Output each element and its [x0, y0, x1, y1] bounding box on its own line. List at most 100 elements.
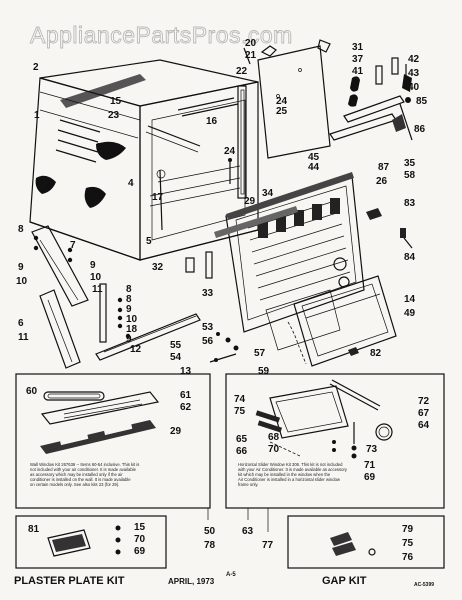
part-callout-55: 55 — [170, 340, 182, 351]
side-curtain — [31, 225, 89, 369]
part-callout-71: 71 — [364, 460, 376, 471]
hardware-column — [348, 57, 412, 107]
slim-bar-33 — [205, 251, 213, 279]
code-label: AC-5399 — [414, 582, 434, 588]
kit-note-right-line-1: Horizontal Slider Window Kit 306. This k… — [238, 462, 343, 467]
part-callout-85: 85 — [416, 96, 428, 107]
part-callout-70: 70 — [268, 444, 280, 455]
part-callout-10: 10 — [126, 314, 138, 325]
part-callout-37: 37 — [352, 54, 364, 65]
part-callout-9: 9 — [90, 260, 96, 271]
part-callout-8: 8 — [18, 224, 24, 235]
part-callout-8: 8 — [126, 284, 132, 295]
gap-kit-box — [287, 515, 445, 569]
part-callout-1: 1 — [34, 110, 40, 121]
part-callout-82: 82 — [370, 348, 382, 359]
access-door — [293, 275, 397, 367]
plaster-plate-kit-box — [15, 515, 167, 569]
kit-note-right-line-3: kit which may be installed in the window… — [238, 472, 331, 477]
part-callout-8: 8 — [126, 294, 132, 305]
part-callout-68: 68 — [268, 432, 280, 443]
part-callout-42: 42 — [408, 54, 420, 65]
part-callout-63: 63 — [242, 526, 254, 537]
part-callout-15: 15 — [110, 96, 122, 107]
page-label: A-5 — [226, 572, 236, 578]
part-callout-14: 14 — [404, 294, 416, 305]
plaster-plate-kit-title: PLASTER PLATE KIT — [14, 575, 125, 587]
part-callout-21: 21 — [245, 50, 257, 61]
part-callout-72: 72 — [418, 396, 430, 407]
part-callout-41: 41 — [352, 66, 364, 77]
part-callout-24: 24 — [276, 96, 288, 107]
kit-note-left-line-2: not included with your air conditioner. … — [30, 467, 137, 472]
date-label: APRIL, 1973 — [168, 577, 215, 586]
chain-59 — [287, 321, 307, 365]
part-callout-24: 24 — [224, 146, 236, 157]
part-callout-34: 34 — [262, 188, 274, 199]
part-callout-67: 67 — [418, 408, 430, 419]
part-callout-25: 25 — [276, 106, 288, 117]
kit-note-right-line-5: frame only. — [238, 482, 258, 487]
kit-note-left-line-3: as accessory which may be installed only… — [30, 472, 123, 477]
kit-note-left-line-1: Wall Window Kit 267636 -- Items 60-54 in… — [30, 462, 139, 467]
part-callout-9: 9 — [126, 304, 132, 315]
kit-note-left-line-5: on certain models only. See also kits 23… — [30, 482, 119, 487]
part-callout-75: 75 — [234, 406, 246, 417]
part-callout-15: 15 — [134, 522, 146, 533]
screw-24 — [228, 158, 232, 184]
kit-note-left: Wall Window Kit 267636 -- Items 60-54 in… — [30, 462, 139, 487]
part-callout-10: 10 — [16, 276, 28, 287]
part-callout-20: 20 — [245, 38, 257, 49]
part-callout-11: 11 — [18, 332, 29, 343]
part-callout-33: 33 — [202, 288, 214, 299]
cabinet-drawing — [29, 59, 259, 261]
part-callout-69: 69 — [364, 472, 376, 483]
back-panel-24 — [257, 45, 331, 159]
part-callout-11: 11 — [92, 284, 103, 295]
part-callout-44: 44 — [308, 162, 320, 173]
kit-note-left-line-4: conditioner is installed on the wall. It… — [30, 477, 131, 482]
part-callout-49: 49 — [404, 308, 416, 319]
part-callout-31: 31 — [352, 42, 364, 53]
watermark: AppliancePartsPros.com — [30, 22, 293, 48]
side-channel-12 — [99, 283, 107, 343]
part-callout-62: 62 — [180, 402, 192, 413]
part-callout-26: 26 — [376, 176, 388, 187]
part-callout-9: 9 — [126, 334, 132, 345]
part-callout-86: 86 — [414, 124, 426, 135]
part-callout-6: 6 — [18, 318, 24, 329]
part-callout-35: 35 — [404, 158, 416, 169]
part-callout-60: 60 — [26, 386, 38, 397]
part-callout-13: 13 — [180, 366, 192, 377]
side-louvers — [55, 119, 101, 163]
part-callout-40: 40 — [408, 82, 420, 93]
part-callout-9: 9 — [18, 262, 24, 273]
part-callout-84: 84 — [404, 252, 416, 263]
part-callout-23: 23 — [108, 110, 120, 121]
part-callout-29: 29 — [244, 196, 256, 207]
rail-87 — [329, 95, 413, 141]
part-callout-29: 29 — [170, 426, 182, 437]
kit-note-right: Horizontal Slider Window Kit 306. This k… — [238, 462, 348, 487]
hardware-53-57 — [209, 332, 239, 363]
kit-box-left — [15, 373, 211, 509]
part-callout-22: 22 — [236, 66, 248, 77]
part-callout-61: 61 — [180, 390, 192, 401]
screws-left — [33, 235, 131, 339]
part-callout-83: 83 — [404, 198, 416, 209]
kit-box-right — [225, 373, 445, 509]
part-callout-78: 78 — [204, 540, 216, 551]
part-callout-10: 10 — [90, 272, 102, 283]
top-brackets — [243, 39, 331, 65]
part-callout-5: 5 — [146, 236, 152, 247]
part-callout-18: 18 — [126, 324, 138, 335]
filter-57 — [265, 289, 341, 351]
part-callout-7: 7 — [70, 240, 76, 251]
part-callout-81: 81 — [28, 524, 40, 535]
part-callout-56: 56 — [202, 336, 214, 347]
part-callout-79: 79 — [402, 524, 414, 535]
rail-13 — [95, 313, 201, 361]
part-callout-32: 32 — [152, 262, 164, 273]
part-callout-45: 45 — [308, 152, 320, 163]
